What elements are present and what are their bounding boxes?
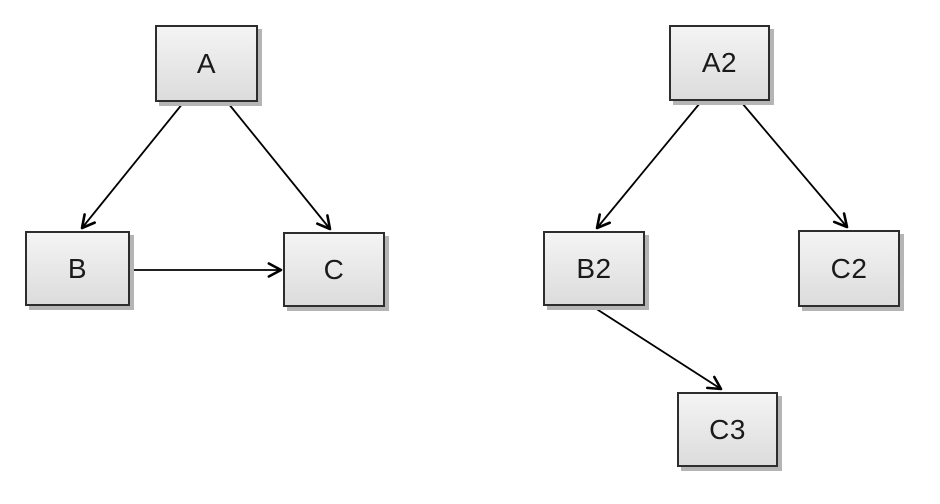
node-C3[interactable]: C3 — [677, 392, 778, 467]
node-B2-label: B2 — [576, 252, 612, 284]
node-A-label: A — [196, 47, 217, 79]
node-C2-label: C2 — [830, 252, 868, 284]
edge-A2-C2 — [741, 102, 849, 229]
edge-B2-C3 — [594, 307, 723, 391]
edge-A-C — [227, 102, 332, 231]
node-B2[interactable]: B2 — [543, 231, 645, 306]
node-A2-label: A2 — [701, 47, 738, 78]
node-B-label: B — [67, 252, 88, 284]
edge-A2-B2 — [595, 102, 701, 230]
node-B[interactable]: B — [25, 231, 130, 306]
edge-A-B — [80, 102, 184, 230]
node-C2[interactable]: C2 — [798, 230, 900, 307]
node-C-label: C — [323, 253, 345, 285]
node-A[interactable]: A — [155, 25, 258, 102]
node-C[interactable]: C — [283, 232, 385, 307]
node-C3-label: C3 — [709, 413, 746, 445]
node-A2[interactable]: A2 — [669, 25, 770, 101]
